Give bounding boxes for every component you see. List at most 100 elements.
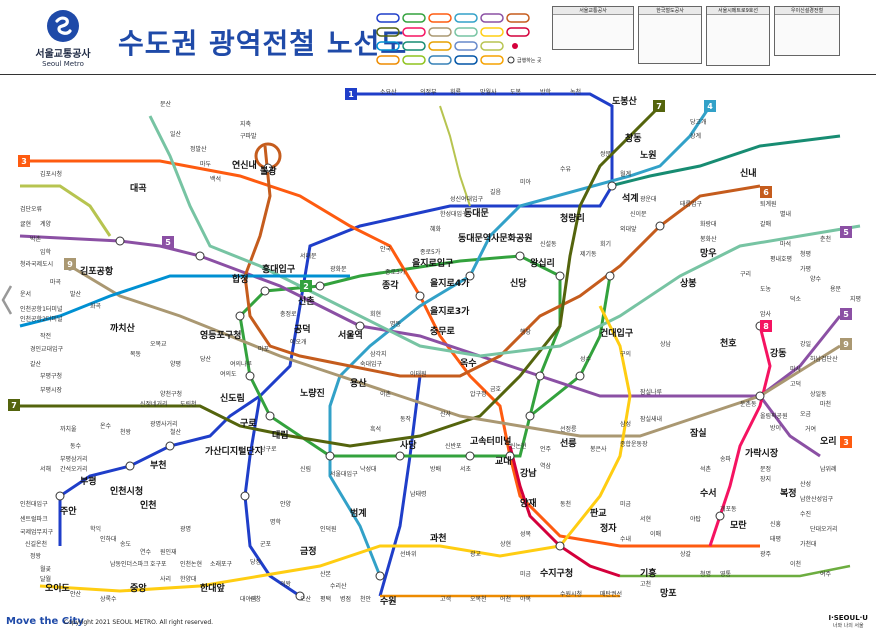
operator-box-ui-sinseol: 우이신설경전철: [774, 6, 840, 56]
svg-text:흑석: 흑석: [370, 425, 381, 433]
station-dongdaemun: 동대문: [464, 207, 489, 219]
svg-text:마두: 마두: [200, 160, 212, 168]
svg-text:서대문: 서대문: [300, 252, 317, 260]
svg-text:철산: 철산: [170, 428, 182, 436]
svg-text:오목천: 오목천: [470, 595, 487, 603]
svg-text:삼성: 삼성: [620, 420, 631, 428]
svg-text:영통: 영통: [720, 570, 732, 578]
legend-row-3: [376, 41, 518, 51]
svg-text:남한산성입구: 남한산성입구: [800, 495, 834, 503]
station-suwon: 수원: [380, 595, 397, 606]
svg-text:수진: 수진: [800, 510, 811, 518]
footer-right-main: I·SEOUL·U: [828, 614, 868, 622]
station-gangdong: 강동: [770, 347, 787, 359]
footer-seoul-logo: I·SEOUL·U 너와 나의 서울: [828, 614, 868, 629]
svg-text:마천: 마천: [820, 400, 831, 408]
station-gongdeok: 공덕: [294, 324, 311, 335]
station-yangjae: 양재: [520, 497, 537, 509]
svg-text:충정로: 충정로: [280, 310, 297, 318]
svg-text:계양: 계양: [40, 220, 52, 228]
line-2-route: [238, 254, 612, 458]
svg-text:용문: 용문: [830, 286, 842, 293]
svg-text:별내: 별내: [780, 210, 791, 218]
svg-text:9: 9: [67, 260, 73, 269]
svg-text:신이문: 신이문: [630, 210, 647, 218]
station-bupyeong: 부평: [80, 475, 97, 487]
station-labels-small: 소요산 의정부 회룡 망월사 도봉 방학 녹천 당고개 상계 쌍문 수유 미아 …: [20, 88, 861, 603]
svg-text:화곡: 화곡: [90, 303, 102, 310]
svg-text:당산: 당산: [200, 355, 212, 363]
svg-text:동작: 동작: [400, 416, 412, 423]
station-sindang: 신당: [510, 277, 527, 289]
station-sinnae: 신내: [740, 167, 757, 179]
svg-text:숙대입구: 숙대입구: [360, 360, 383, 368]
station-garak: 가락시장: [745, 447, 779, 459]
station-noryangjin: 노량진: [300, 387, 325, 399]
station-yeonsinnae: 연신내: [232, 159, 257, 171]
svg-text:석촌: 석촌: [700, 465, 712, 473]
svg-text:개포동: 개포동: [720, 505, 737, 513]
svg-text:회현: 회현: [370, 310, 381, 318]
station-geumjeong: 금정: [300, 545, 317, 557]
station-wangsimni: 왕십리: [530, 257, 555, 269]
svg-text:인천공항2터미널: 인천공항2터미널: [20, 315, 62, 323]
svg-text:선바위: 선바위: [400, 550, 417, 558]
svg-text:역삼: 역삼: [540, 462, 552, 470]
svg-text:도림천: 도림천: [180, 400, 197, 408]
footer-right-sub: 너와 나의 서울: [832, 623, 864, 629]
svg-text:신길온천: 신길온천: [25, 540, 47, 548]
org-name-ko: 서울교통공사: [35, 49, 91, 60]
operator-box-line9: 서울시메트로9호선: [706, 6, 770, 66]
svg-text:신흥: 신흥: [770, 520, 782, 528]
seoul-metro-logo: 서울교통공사 Seoul Metro: [28, 10, 98, 68]
station-euljiro3: 을지로3가: [430, 305, 470, 317]
station-hongdae: 홍대입구: [262, 263, 295, 275]
svg-text:춘천: 춘천: [820, 235, 831, 243]
station-konkuk: 건대입구: [600, 327, 633, 339]
legend-row-2: [376, 27, 530, 37]
line-misc-route: [20, 184, 112, 237]
station-mangpo: 망포: [660, 587, 677, 599]
subway-map[interactable]: 1 7 4 3 9 5 6 8 2 5 5 9 7 3 서울역 종각 을지로입구…: [0, 76, 876, 606]
svg-text:원인재: 원인재: [160, 548, 177, 556]
svg-text:남위례: 남위례: [820, 465, 837, 473]
svg-text:방학: 방학: [540, 88, 552, 96]
svg-text:지축: 지축: [240, 120, 252, 128]
svg-text:3: 3: [843, 438, 849, 447]
previous-arrow-icon[interactable]: [0, 282, 14, 318]
line-7-route: [20, 104, 662, 448]
line-everline-route: [620, 564, 851, 578]
svg-text:의정부: 의정부: [420, 88, 437, 96]
svg-text:까치울: 까치울: [60, 425, 77, 433]
svg-text:임학: 임학: [40, 248, 52, 256]
svg-text:오금: 오금: [800, 411, 812, 418]
svg-text:퇴계원: 퇴계원: [760, 200, 777, 208]
svg-text:장지: 장지: [760, 475, 771, 483]
svg-text:이촌: 이촌: [380, 390, 392, 398]
station-gangnam: 강남: [520, 467, 537, 479]
svg-text:서해: 서해: [40, 465, 51, 473]
station-seoul: 서울역: [338, 329, 363, 341]
svg-text:상록수: 상록수: [100, 595, 117, 603]
svg-text:고색: 고색: [440, 595, 451, 603]
station-incheon-city: 인천시청: [110, 485, 143, 497]
svg-text:상현: 상현: [500, 540, 511, 548]
svg-text:미사: 미사: [790, 365, 802, 373]
svg-text:갈산: 갈산: [30, 360, 42, 368]
svg-text:문산: 문산: [160, 100, 172, 108]
svg-text:가평: 가평: [800, 265, 811, 273]
svg-text:방이: 방이: [770, 424, 781, 432]
svg-text:외대앞: 외대앞: [620, 225, 637, 233]
svg-text:하남검단산: 하남검단산: [810, 355, 838, 363]
line-shinbundang-route: [508, 445, 621, 578]
svg-text:봉화산: 봉화산: [700, 235, 717, 243]
svg-text:한성대입구: 한성대입구: [440, 210, 468, 218]
svg-text:야탑: 야탑: [690, 515, 702, 523]
svg-text:발산: 발산: [70, 290, 82, 298]
svg-text:광주: 광주: [760, 551, 772, 558]
station-nowon: 노원: [640, 149, 657, 161]
station-dobongsan: 도봉산: [612, 95, 638, 107]
svg-text:도봉: 도봉: [510, 88, 522, 96]
station-jungang: 중앙: [130, 582, 147, 594]
station-kkachisan: 까치산: [110, 322, 136, 334]
